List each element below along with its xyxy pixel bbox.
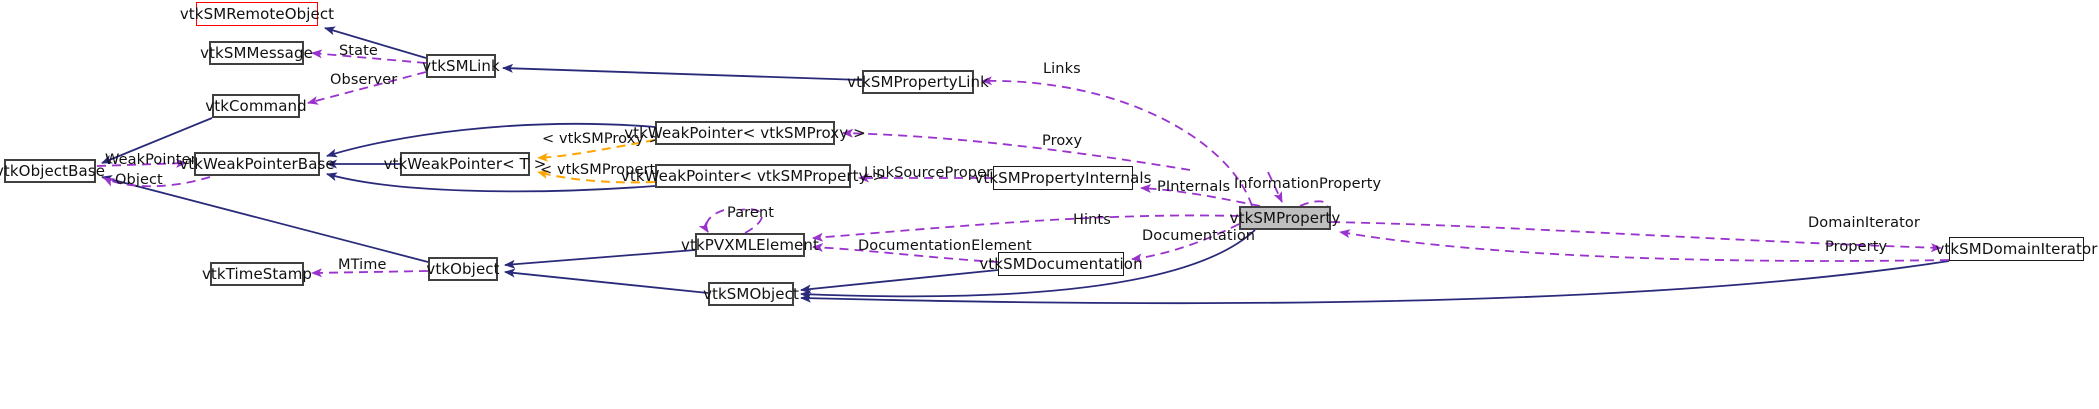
edge-vtkcommand-vtkobjectbase [101, 117, 213, 164]
edge-links [981, 76, 1253, 207]
edge-parent-in [698, 209, 725, 233]
edge-hints [812, 214, 1240, 242]
edge-label-documentation: Documentation [1142, 228, 1256, 244]
edge-vtksmlink-vtksmremoteobject [324, 26, 427, 59]
edge-property [1339, 229, 1950, 262]
node-vtktimestamp[interactable]: vtkTimeStamp [202, 262, 312, 286]
node-vtksmdomainiterator[interactable]: vtkSMDomainIterator [1935, 237, 2097, 261]
edge-label-parent: Parent [727, 205, 775, 221]
edge-vtksmobject-vtkobject [504, 268, 709, 294]
edge-label-template-vtksmproxy: < vtkSMProxy > [542, 131, 662, 147]
node-vtksmmessage[interactable]: vtkSMMessage [200, 41, 313, 65]
node-vtksmproperty[interactable]: vtkSMProperty [1230, 206, 1340, 230]
node-vtkweakpointer-vtksmproperty[interactable]: vtkWeakPointer< vtkSMProperty > [621, 164, 885, 188]
edge-label-documentationelement: DocumentationElement [858, 238, 1032, 254]
node-vtkobjectbase[interactable]: vtkObjectBase [0, 159, 105, 183]
edge-tmpl-smproxy [537, 139, 656, 162]
edge-mtime [311, 268, 429, 278]
node-vtkweakpointer-vtksmproxy[interactable]: vtkWeakPointer< vtkSMProxy > [624, 121, 866, 145]
node-vtkobject[interactable]: vtkObject [426, 257, 500, 281]
edge-vtkweakpointersmproxy-vtkweakpointerbase [326, 122, 656, 158]
edge-domainiterator [1330, 221, 1942, 253]
edge-vtkpvxmlelement-vtkobject [504, 249, 696, 269]
edge-vtksmpropertylink-vtksmlink [502, 63, 863, 81]
node-vtkcommand[interactable]: vtkCommand [205, 94, 307, 118]
inheritance-edges [101, 26, 1950, 305]
edge-label-observer: Observer [330, 72, 398, 88]
edge-label-property: Property [1825, 239, 1888, 255]
edge-label-object: Object [115, 172, 163, 188]
edge-vtksmproperty-vtksmobject [800, 229, 1256, 299]
edge-object [103, 176, 211, 188]
edge-tmpl-smproperty [537, 170, 656, 184]
edge-label-pinternals: PInternals [1157, 179, 1231, 195]
edge-vtkweakpointersmproperty-vtkweakpointerbase [326, 172, 656, 193]
edge-documentationelement [812, 243, 999, 263]
edge-vtksmdocumentation-vtksmobject [800, 269, 999, 294]
edge-label-informationproperty: InformationProperty [1234, 176, 1382, 192]
edge-label-linksourceproperty: LinkSourceProperty [864, 165, 1007, 181]
edge-documentation [1131, 223, 1240, 263]
edge-label-template-vtksmproperty: < vtkSMProperty > [540, 162, 681, 178]
edge-pinternals [1140, 184, 1261, 207]
template-edges [537, 139, 656, 184]
edge-label-state: State [339, 43, 378, 59]
node-vtkweakpointerbase[interactable]: vtkWeakPointerBase [179, 152, 335, 176]
node-vtksmdocumentation[interactable]: vtkSMDocumentation [979, 252, 1143, 276]
edge-informationproperty-in [1267, 171, 1283, 203]
edge-vtkobject-vtkobjectbase [101, 175, 429, 263]
node-vtkpvxmlelement[interactable]: vtkPVXMLElement [681, 233, 819, 257]
edge-label-mtime: MTime [338, 257, 387, 273]
edge-proxy [842, 128, 1191, 171]
edge-label-domainiterator: DomainIterator [1808, 215, 1920, 231]
edge-parent [739, 208, 763, 234]
node-vtksmpropertyinternals[interactable]: vtkSMPropertyInternals [974, 166, 1152, 190]
edge-label-links: Links [1043, 61, 1081, 77]
edge-label-proxy: Proxy [1042, 133, 1083, 149]
node-vtkweakpointer-t[interactable]: vtkWeakPointer< T > [384, 152, 546, 176]
node-vtksmpropertylink[interactable]: vtkSMPropertyLink [847, 70, 989, 94]
node-vtksmremoteobject[interactable]: vtkSMRemoteObject [180, 2, 334, 26]
node-vtksmobject[interactable]: vtkSMObject [703, 282, 799, 306]
edge-observer [307, 71, 427, 105]
edge-state [311, 49, 427, 64]
node-vtksmlink[interactable]: vtkSMLink [422, 54, 500, 78]
edge-vtksmdomainiterator-vtksmobject [800, 260, 1950, 305]
edge-label-hints: Hints [1073, 212, 1111, 228]
usage-edges [96, 49, 1950, 278]
